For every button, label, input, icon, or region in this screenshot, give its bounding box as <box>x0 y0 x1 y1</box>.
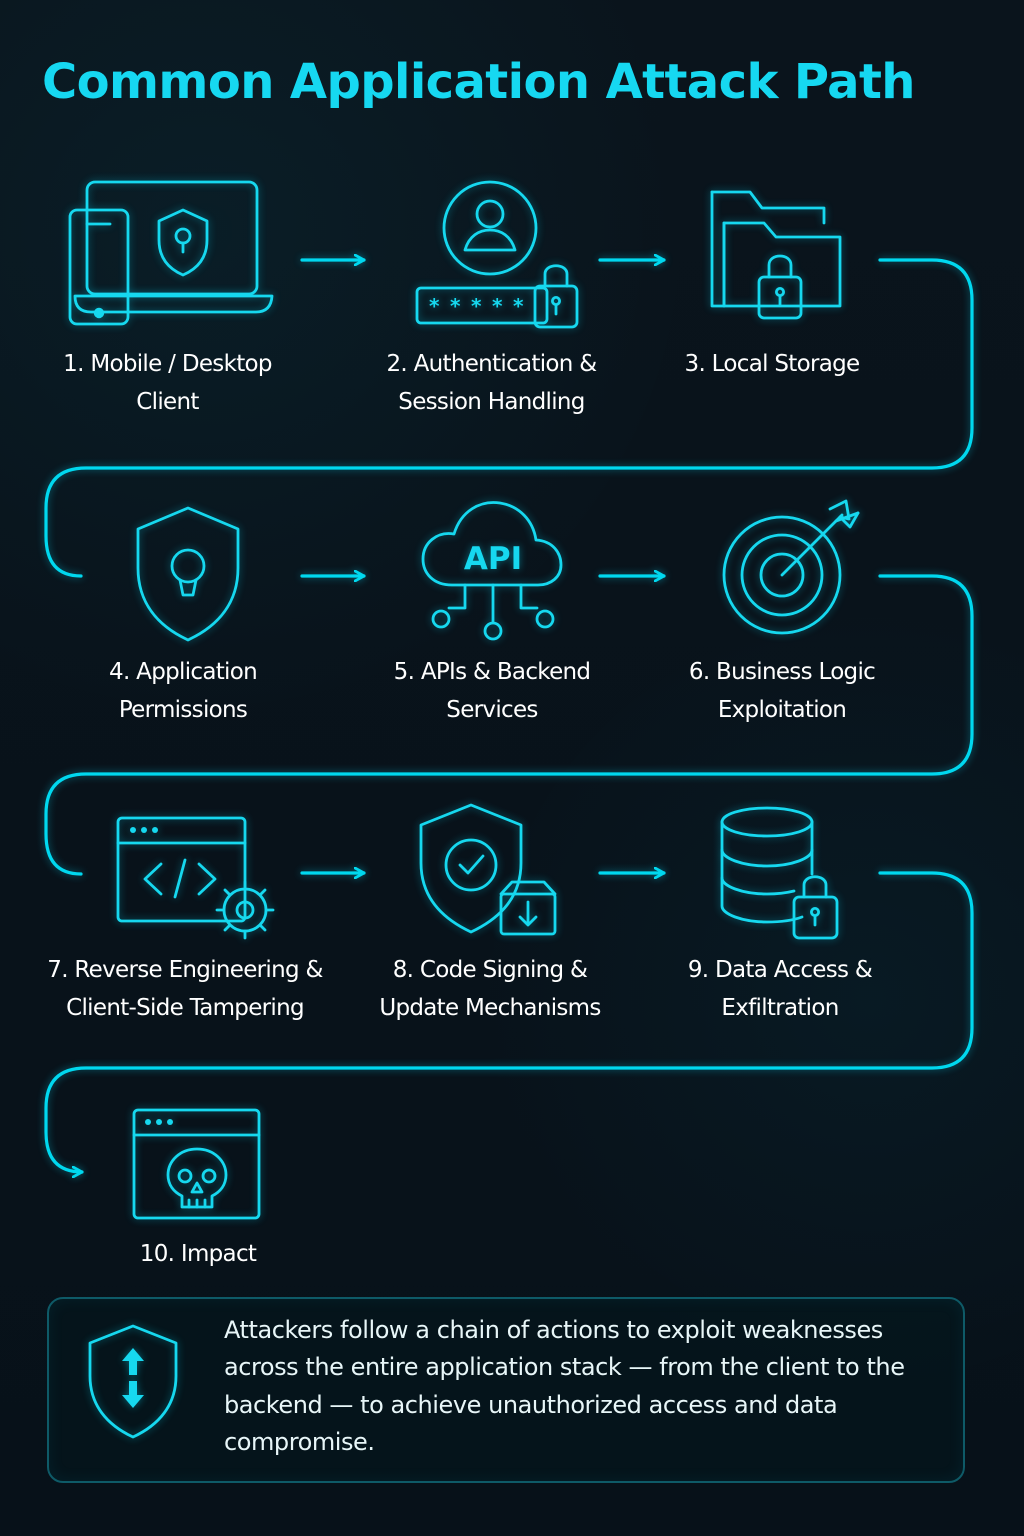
summary-box <box>47 1297 965 1483</box>
step-label-reverse-engineering-tampering: 7. Reverse Engineering & Client-Side Tam… <box>47 957 323 1021</box>
user-password-lock-icon: * * * * * <box>403 176 583 336</box>
shield-check-download-icon <box>417 800 562 940</box>
target-arrow-icon <box>712 493 872 643</box>
step-label-authentication-session-handling: 2. Authentication & Session Handling <box>386 351 597 415</box>
folder-lock-icon <box>694 183 854 328</box>
step-label-code-signing-update-mechanisms: 8. Code Signing & Update Mechanisms <box>379 957 601 1021</box>
database-lock-icon <box>716 804 851 944</box>
browser-skull-icon <box>128 1104 268 1224</box>
svg-text:*: * <box>450 294 461 318</box>
api-icon-text: API <box>464 541 522 577</box>
step-label-local-storage: 3. Local Storage <box>684 351 861 377</box>
svg-text:*: * <box>429 294 440 318</box>
summary-text: Attackers follow a chain of actions to e… <box>224 1316 905 1457</box>
step-label-application-permissions: 4. Application Permissions <box>109 659 258 723</box>
row-3-to-impact-path <box>44 871 974 1172</box>
step-label-apis-backend-services: 5. APIs & Backend Services <box>393 659 591 723</box>
step-label-impact: 10. Impact <box>139 1241 257 1267</box>
row-1-to-row-2-path <box>44 258 974 578</box>
svg-text:*: * <box>471 294 482 318</box>
step-label-mobile-desktop-client: 1. Mobile / Desktop Client <box>63 351 272 415</box>
svg-text:*: * <box>513 294 524 318</box>
api-cloud-icon: API <box>413 495 573 645</box>
code-gear-icon <box>112 812 277 942</box>
step-label-business-logic-exploitation: 6. Business Logic Exploitation <box>688 659 876 723</box>
page-title: Common Application Attack Path <box>42 54 915 110</box>
shield-arrows-icon <box>84 1320 194 1440</box>
svg-text:*: * <box>492 294 503 318</box>
row-2-to-row-3-path <box>44 574 974 876</box>
shield-keyhole-icon <box>128 500 248 645</box>
devices-shield-icon <box>65 176 285 346</box>
step-label-data-access-exfiltration: 9. Data Access & Exfiltration <box>687 957 873 1021</box>
